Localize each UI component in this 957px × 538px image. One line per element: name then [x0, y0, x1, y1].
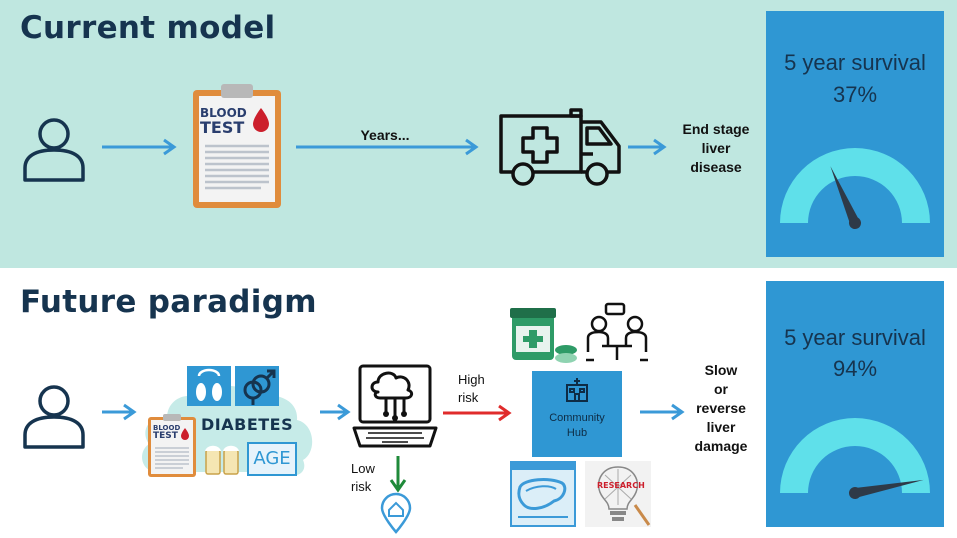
outcome-text-line: reverse	[696, 400, 746, 416]
diabetes-label: DIABETES	[201, 415, 294, 434]
cloud-laptop-icon	[352, 364, 438, 448]
low-risk-label: Low risk	[351, 460, 375, 496]
current-survival-panel: 5 year survival 37%	[766, 11, 944, 257]
research-icon: RESEARCH	[585, 461, 651, 527]
blood-test-label: BLOOD	[153, 424, 181, 432]
community-hub-box: Community Hub	[532, 371, 622, 457]
high-risk-arrow-icon	[443, 404, 512, 422]
slow-reverse-liver-damage-label: Slow or reverse liver damage	[684, 361, 758, 456]
outcome-text-line: Slow	[704, 362, 738, 378]
beer-icon	[205, 445, 239, 475]
outcome-text-line: liver	[701, 140, 731, 156]
end-stage-liver-disease-label: End stage liver disease	[676, 120, 756, 177]
blood-test-clipboard-icon: BLOOD TEST	[147, 414, 197, 478]
low-risk-text: risk	[351, 479, 372, 494]
future-survival-panel: 5 year survival 94%	[766, 281, 944, 527]
low-risk-arrow-icon	[389, 456, 407, 493]
gauge-needle	[849, 479, 924, 499]
weight-scale-icon	[187, 366, 231, 406]
arrow-right-icon	[296, 138, 479, 156]
high-risk-text: risk	[458, 390, 479, 405]
risk-factors-group: BLOOD TEST DIABETES AGE	[137, 360, 319, 482]
arrow-right-icon	[320, 403, 351, 421]
future-paradigm-title: Future paradigm	[20, 284, 317, 320]
survival-gauge	[780, 418, 930, 499]
liver-scan-icon	[510, 461, 576, 527]
survival-gauge	[780, 148, 930, 229]
arrow-right-icon	[640, 403, 685, 421]
high-risk-text: High	[458, 372, 485, 387]
blood-test-label: TEST	[153, 431, 178, 441]
survival-value: 94%	[832, 356, 878, 381]
gender-icon	[235, 366, 279, 406]
patient-icon	[23, 385, 85, 449]
community-hub-label: Community	[549, 412, 605, 424]
outcome-text-line: damage	[694, 438, 748, 454]
gauge-needle	[830, 166, 861, 229]
age-label: AGE	[253, 448, 291, 469]
community-hub-label: Hub	[566, 427, 588, 439]
low-risk-text: Low	[351, 461, 375, 476]
outcome-text-line: or	[714, 381, 728, 397]
hospital-icon	[566, 378, 588, 402]
medication-icon	[510, 308, 577, 363]
age-tile: AGE	[247, 442, 297, 476]
research-label: RESEARCH	[597, 481, 645, 490]
years-label: Years...	[360, 127, 410, 143]
blood-test-label: TEST	[200, 118, 245, 137]
survival-label: 5 year survival	[784, 50, 926, 75]
blood-test-label: BLOOD	[200, 106, 247, 120]
outcome-text-line: disease	[690, 159, 742, 175]
high-risk-label: High risk	[458, 371, 485, 407]
home-location-icon	[380, 492, 412, 534]
arrow-right-icon	[628, 138, 667, 156]
arrow-right-icon	[102, 403, 137, 421]
current-model-title: Current model	[20, 10, 276, 46]
survival-label: 5 year survival	[784, 325, 926, 350]
survival-value: 37%	[832, 82, 878, 107]
meeting-icon	[586, 302, 648, 362]
patient-icon	[23, 118, 85, 182]
arrow-right-icon	[102, 138, 177, 156]
outcome-text-line: liver	[706, 419, 736, 435]
ambulance-icon	[499, 108, 621, 186]
outcome-text-line: End stage	[682, 121, 750, 137]
blood-test-clipboard-icon: BLOOD TEST	[191, 84, 283, 210]
